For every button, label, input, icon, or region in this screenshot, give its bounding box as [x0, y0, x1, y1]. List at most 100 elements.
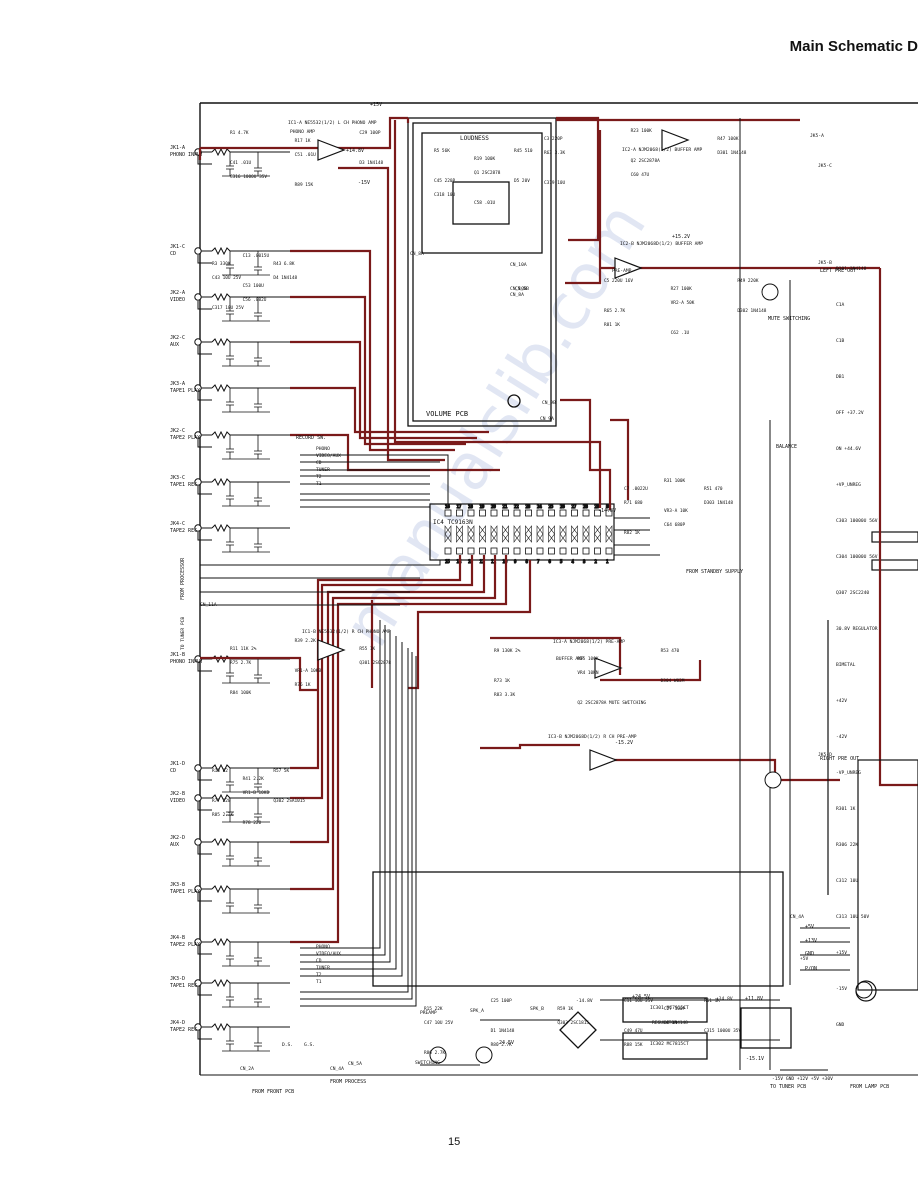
part-label: R53 470 — [661, 648, 680, 654]
volume-pcb-label: VOLUME PCB — [426, 410, 468, 418]
pin-number: 27 — [572, 504, 577, 509]
pin-number: 4 — [572, 559, 575, 564]
part-label: R45 510 — [514, 148, 533, 154]
resistor-symbol — [211, 937, 290, 947]
bottom-label: SPK_B — [530, 1006, 544, 1012]
ground-line — [222, 388, 270, 413]
part-label: R86 2.7K — [424, 1050, 446, 1056]
switch-symbol — [594, 525, 601, 543]
connector-label: CN_9B — [542, 400, 556, 406]
jack-name: TAPE1 REC — [170, 983, 197, 989]
bottom-label: CN_4A — [330, 1066, 344, 1072]
jack-id: JK3-B — [170, 882, 185, 888]
block-label: FROM PROCESS — [330, 1079, 366, 1085]
right-label: Q307 2SC2240 — [836, 590, 869, 596]
capacitor-symbol — [226, 659, 234, 683]
connector-label: JK5-C — [818, 163, 832, 169]
resistor-symbol — [211, 793, 290, 803]
selector-tag: T2 — [316, 474, 322, 480]
part-label: C56 .082U — [243, 297, 267, 303]
switch-symbol — [490, 525, 498, 543]
block-label: LEFT PRE OUT — [820, 268, 856, 274]
connector-label: CN_11A — [200, 602, 217, 608]
part-label: R9 130K 2% — [494, 648, 521, 654]
part-label: R15 22K — [424, 1006, 443, 1012]
part-label: R75 2.7K — [230, 660, 252, 666]
pin-number: 15 — [445, 559, 450, 564]
jack-terminal — [194, 838, 202, 846]
jack-name: VIDEO — [170, 798, 185, 804]
op-amp-symbol — [317, 639, 346, 661]
switch-symbol — [582, 525, 590, 543]
part-label: C47 10U 25V — [424, 1020, 453, 1026]
part-label: C5 220U 16V — [604, 278, 633, 284]
circuit-wire — [200, 560, 441, 566]
ground-line — [222, 152, 270, 177]
bottom-label: CN_5A — [348, 1061, 362, 1067]
right-label: C1B — [836, 338, 845, 344]
part-label: R63 3.3K — [544, 150, 566, 156]
jack-id: JK2-C — [170, 335, 185, 341]
part-label: R47 100K — [717, 136, 739, 142]
part-label: R81 1K — [604, 322, 620, 328]
switch-symbol — [548, 525, 555, 543]
bottom-label: SWITCHING — [415, 1060, 440, 1066]
block-label: PRE-AMP — [612, 268, 632, 274]
selector-tag: CD — [316, 958, 322, 964]
signal-wire — [290, 386, 489, 434]
part-label: D3 1N4148 — [359, 160, 383, 166]
jack-lead — [197, 841, 212, 855]
block-label: PHONO AMP — [290, 129, 315, 135]
power-label: P/ON — [805, 966, 817, 972]
part-label: Q303 2SC1815 — [557, 1020, 589, 1026]
part-label: R84 100K — [230, 690, 252, 696]
pin-number: 29 — [595, 504, 600, 509]
ic-pin — [525, 509, 532, 517]
ic-pin — [605, 547, 613, 555]
capacitor-symbol — [226, 842, 234, 866]
ic-label: IC302 MC7815CT — [650, 1041, 689, 1047]
capacitor-symbol — [226, 435, 234, 459]
bottom-label: +14.8V — [716, 996, 733, 1002]
signal-wire — [565, 130, 602, 285]
ic-pin — [456, 547, 463, 555]
op-amps — [317, 129, 873, 1064]
part-label: C11 10U 25V — [624, 998, 653, 1004]
signal-wire — [338, 166, 445, 462]
pin-number: 28 — [583, 504, 588, 509]
selector-tag: VIDEO/AUX — [316, 453, 341, 459]
pin-number: 23 — [526, 504, 531, 509]
part-label: C49 47U — [624, 1028, 643, 1034]
jack-lead — [197, 982, 212, 996]
ic-pin — [559, 547, 567, 555]
block-label: FROM LAMP PCB — [850, 1084, 889, 1090]
ic-pin — [490, 547, 498, 555]
part-label: R76 1K — [295, 682, 311, 688]
circuit-wire — [300, 652, 413, 1000]
jack-lead — [197, 151, 212, 165]
jack-lead — [197, 250, 212, 264]
resistor-symbol — [211, 978, 290, 988]
power-label: +11.8V — [745, 996, 763, 1002]
right-label: GND — [836, 1022, 845, 1028]
switch-symbol — [559, 525, 567, 543]
ic-pin — [559, 509, 567, 517]
part-label: Q2 2SC2878A — [631, 158, 660, 164]
connector-label: CN_8A — [510, 292, 524, 298]
jack-id: JK3-D — [170, 976, 185, 982]
part-label: R49 220K — [737, 278, 759, 284]
ic-pin — [479, 509, 486, 517]
part-label: C316 1000U 35V — [230, 174, 267, 180]
part-label: C43 10U 25V — [212, 275, 241, 281]
part-label: VR3-A 10K — [664, 508, 688, 514]
resistor-symbol — [211, 430, 290, 440]
part-label: R1 4.7K — [230, 130, 249, 136]
signal-wire — [290, 249, 455, 452]
ground-line — [222, 942, 270, 967]
switch-symbol — [456, 525, 463, 543]
jack-terminal — [194, 794, 202, 802]
pin-number: 26 — [560, 504, 565, 509]
right-label: C304 10000U 56V — [836, 554, 878, 560]
pin-number: 20 — [491, 504, 496, 509]
